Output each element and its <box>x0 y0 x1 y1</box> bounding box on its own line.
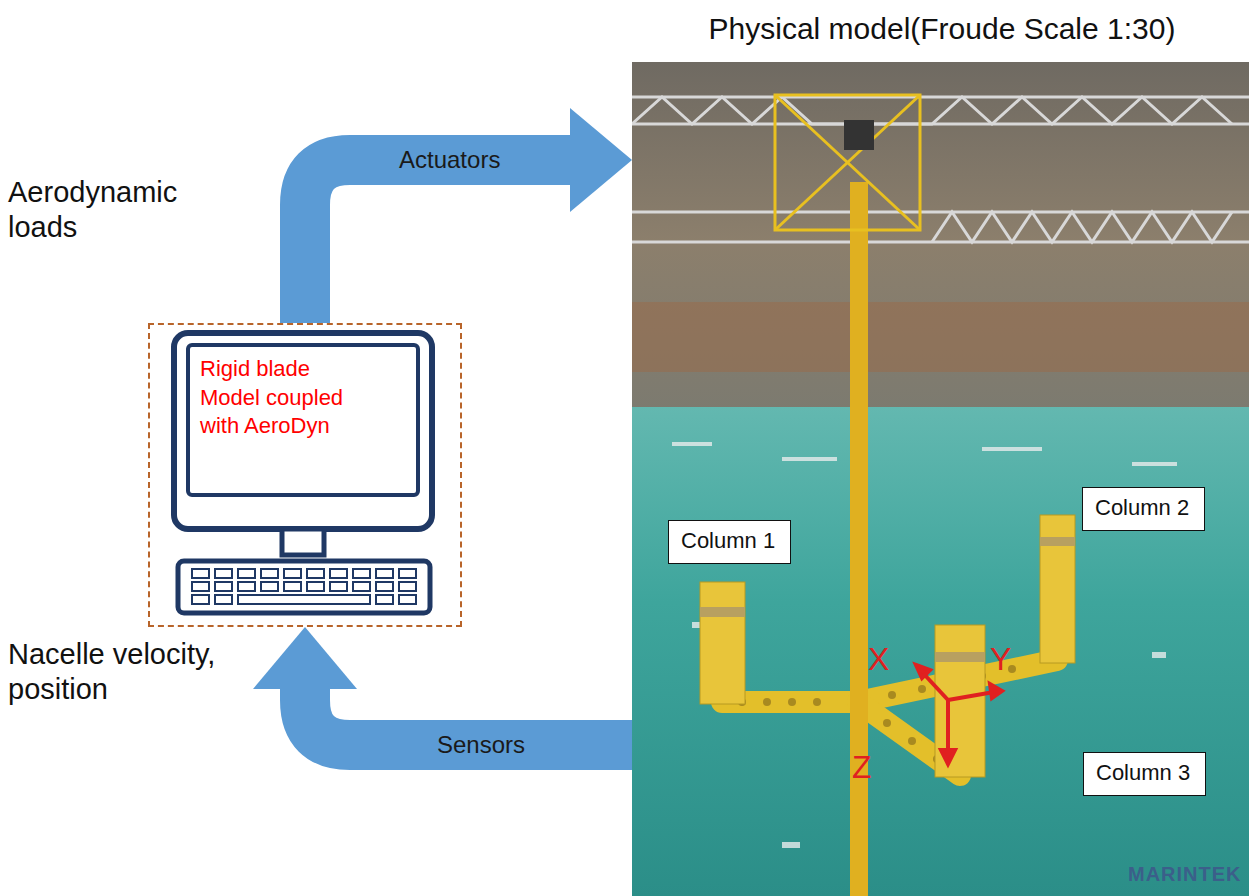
hall-wall <box>632 302 1249 372</box>
arrow-label: Sensors <box>437 731 525 759</box>
watermark: MARINTEK <box>1128 862 1242 886</box>
axis-label: Z <box>852 748 872 786</box>
column-label: Column 2 <box>1095 495 1192 521</box>
signal-label: Nacelle velocity, position <box>8 637 258 707</box>
hall-truss <box>632 97 1249 242</box>
arrow-label: Actuators <box>399 146 500 174</box>
column-tag: Column 1 <box>668 520 791 564</box>
column-tag: Column 3 <box>1083 752 1206 796</box>
model-text: Rigid blade Model coupled with AeroDyn <box>200 355 365 441</box>
axes <box>916 665 1002 764</box>
physical-model: Physical model(Froude Scale 1:30) Column … <box>632 0 1252 896</box>
axis-label: Y <box>990 640 1011 678</box>
water <box>632 407 1249 896</box>
nacelle-frame <box>775 95 920 230</box>
column-label: Column 1 <box>681 528 778 554</box>
pontoons <box>722 660 1057 775</box>
axis-label: X <box>868 640 889 678</box>
column-label: Column 3 <box>1096 760 1193 786</box>
block-arrow <box>253 627 632 745</box>
photo-heading: Physical model(Froude Scale 1:30) <box>632 12 1252 46</box>
column-tag: Column 2 <box>1082 487 1205 531</box>
nacelle <box>844 120 874 150</box>
hall-background <box>632 62 1249 422</box>
block-arrow <box>305 108 632 323</box>
tower <box>850 182 868 896</box>
computer-box: Rigid blade Model coupled with AeroDyn <box>148 323 462 627</box>
signal-label: Aerodynamic loads <box>8 175 228 245</box>
